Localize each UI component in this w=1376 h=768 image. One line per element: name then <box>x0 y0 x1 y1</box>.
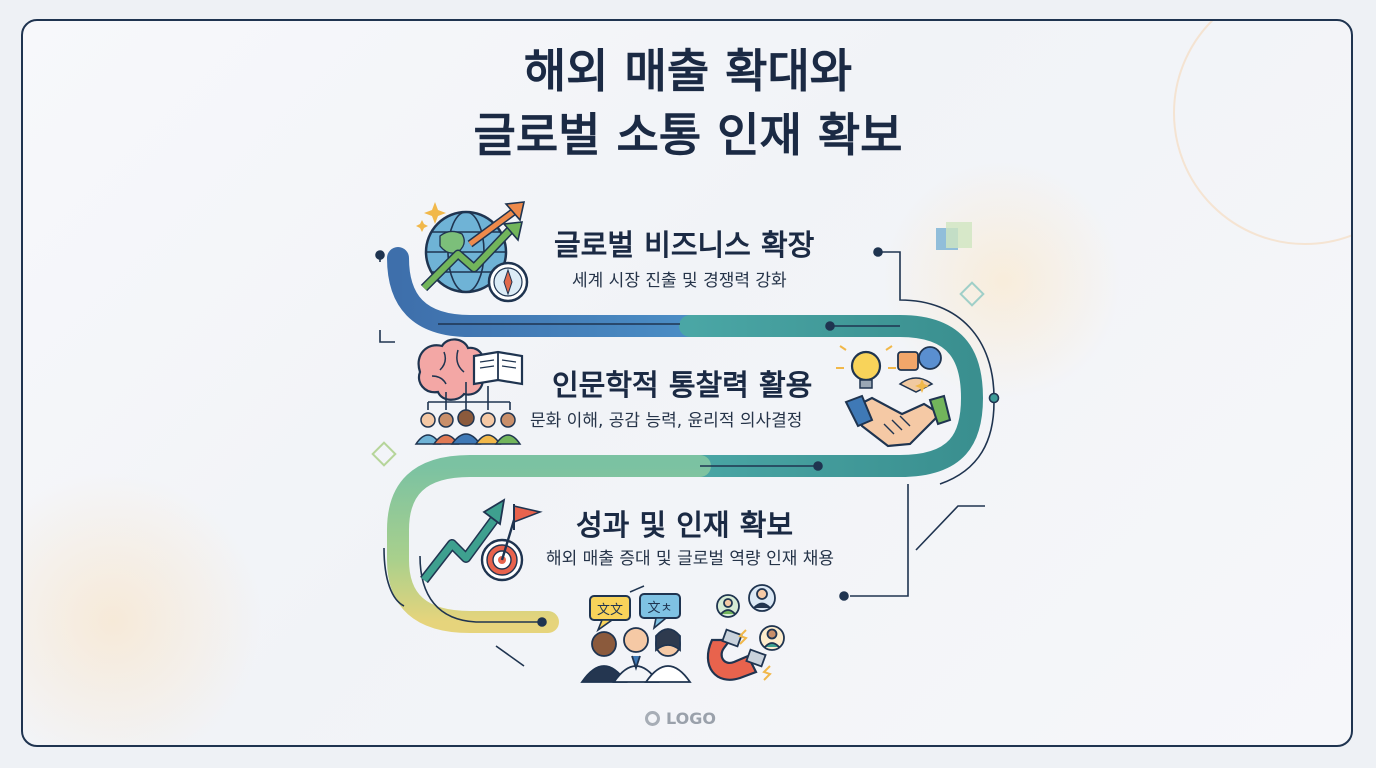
title-line-1: 해외 매출 확대와 <box>523 44 853 98</box>
logo-ring-icon <box>645 710 660 726</box>
connector-lines <box>375 247 1000 667</box>
step-2-subtitle: 문화 이해, 공감 능력, 윤리적 의사결정 <box>530 411 803 431</box>
s-ribbon <box>387 247 984 633</box>
handshake-idea-icon <box>836 345 952 448</box>
step-3-heading: 성과 및 인재 확보 <box>576 508 794 542</box>
magnet-talent-icon <box>706 584 785 681</box>
step-1-heading: 글로벌 비즈니스 확장 <box>554 228 815 262</box>
globe-growth-icon <box>416 201 529 303</box>
step-2-heading: 인문학적 통찰력 활용 <box>552 368 813 402</box>
step-3-subtitle: 해외 매출 증대 및 글로벌 역량 인재 채용 <box>546 549 835 569</box>
step-1-subtitle: 세계 시장 진출 및 경쟁력 강화 <box>572 271 787 291</box>
brain-book-people-icon <box>414 338 524 445</box>
logo-text: LOGO <box>666 708 716 728</box>
decor-shapes <box>371 222 985 467</box>
title-line-2: 글로벌 소통 인재 확보 <box>473 108 903 162</box>
bubble-left-text: 文文 <box>597 603 623 618</box>
target-growth-icon <box>420 498 543 584</box>
team-speech-icon: 文文 文ㅊ <box>580 585 692 683</box>
bubble-right-text: 文ㅊ <box>648 601 673 616</box>
logo: LOGO <box>645 706 716 730</box>
